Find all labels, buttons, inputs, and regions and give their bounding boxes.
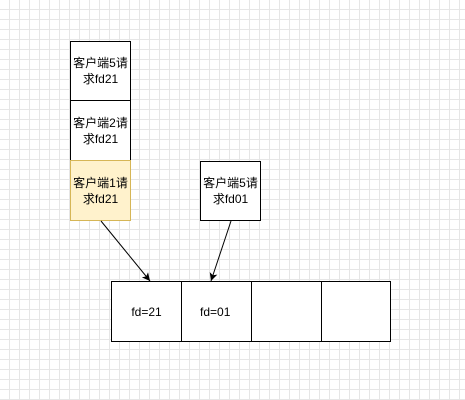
fd-slot-label: fd=01 — [200, 304, 231, 319]
request-label: 客户端2请 求fd21 — [73, 115, 128, 146]
request-label: 客户端5请 求fd01 — [203, 176, 258, 206]
request-box-client5-fd21[interactable]: 客户端5请 求fd21 — [70, 41, 131, 101]
fd-slot-4[interactable] — [321, 281, 391, 342]
request-label: 客户端5请 求fd21 — [73, 56, 128, 86]
request-label: 客户端1请 求fd21 — [73, 175, 128, 206]
request-box-client2-fd21[interactable]: 客户端2请 求fd21 — [70, 100, 131, 161]
fd-slot-3[interactable] — [251, 281, 322, 342]
request-box-client5-fd01[interactable]: 客户端5请 求fd01 — [200, 161, 261, 221]
connector-arrow — [100, 220, 151, 282]
request-box-client1-fd21[interactable]: 客户端1请 求fd21 — [70, 160, 131, 221]
fd-slot-label: fd=21 — [131, 304, 162, 319]
connector-arrow — [209, 220, 232, 282]
fd-slot-1[interactable]: fd=21 — [111, 281, 182, 342]
fd-slot-2[interactable]: fd=01 — [181, 281, 252, 342]
